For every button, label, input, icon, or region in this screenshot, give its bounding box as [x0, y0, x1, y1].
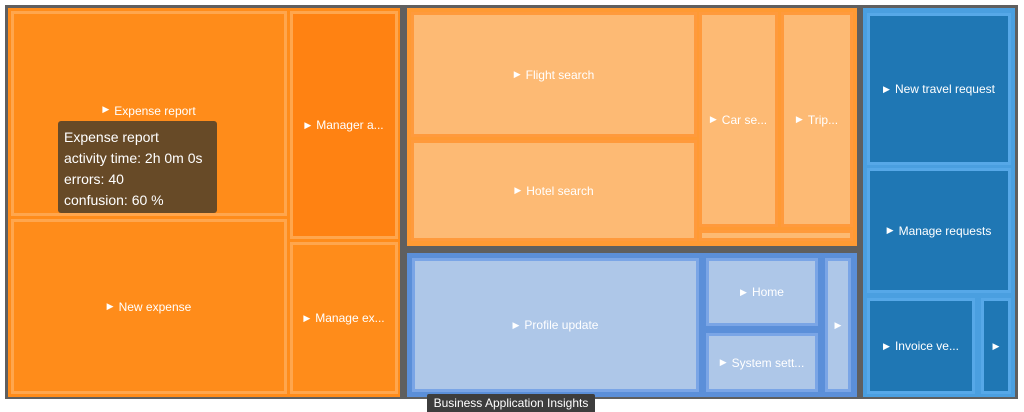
tooltip-activity-time: activity time: 2h 0m 0s [64, 150, 203, 166]
treemap-tile[interactable]: ▶ Invoice ve... [867, 298, 975, 394]
treemap-tile-label: Hotel search [526, 183, 594, 198]
treemap-tile-label: Manage ex... [315, 311, 385, 325]
expand-arrow-icon: ▶ [102, 104, 110, 114]
expand-arrow-icon: ▶ [513, 69, 521, 79]
treemap-chart: ▶ Expense report ▶ New expense ▶ Manager a...… [5, 5, 1018, 399]
treemap-tile[interactable]: ▶ Flight search [411, 12, 697, 137]
treemap-tile-label: Manage requests [898, 223, 992, 238]
expand-arrow-icon: ▶ [883, 340, 890, 351]
treemap-tile-label: Invoice ve... [894, 339, 959, 353]
treemap-tile[interactable]: ▶ Profile update [412, 258, 699, 392]
expand-arrow-icon: ▶ [719, 357, 727, 367]
treemap-tile[interactable]: ▶ [825, 258, 851, 392]
expand-arrow-icon: ▶ [834, 319, 842, 330]
expand-arrow-icon: ▶ [883, 83, 890, 94]
treemap-tile[interactable]: ▶ Home [706, 258, 818, 326]
expand-arrow-icon: ▶ [740, 286, 747, 297]
app-footer-label: Business Application Insights [427, 394, 595, 412]
treemap-tile-label: Car se... [721, 112, 768, 127]
treemap-tile[interactable]: ▶ Trip... [781, 12, 853, 227]
treemap-tile[interactable]: ▶ System sett... [706, 333, 818, 392]
treemap-tile-label: Manager a... [316, 118, 384, 132]
treemap-tile-label: System sett... [731, 355, 805, 370]
treemap-tile[interactable]: ▶ Manage ex... [290, 242, 398, 394]
expand-arrow-icon: ▶ [514, 185, 522, 195]
treemap-tile[interactable]: ▶ [981, 298, 1011, 394]
treemap-group-2: ▶ Flight search ▶ Hotel search ▶ Car se... ▶ Tr… [407, 8, 857, 246]
treemap-tile-label: Expense report [114, 104, 196, 118]
treemap-tile-label: Profile update [524, 318, 599, 332]
tooltip-title: Expense report [64, 129, 159, 145]
treemap-tile[interactable]: ▶ Car se... [699, 12, 778, 227]
expand-arrow-icon: ▶ [886, 225, 894, 235]
expand-arrow-icon: ▶ [709, 114, 717, 124]
treemap-tile[interactable]: ▶ Hotel search [411, 140, 697, 241]
expand-arrow-icon: ▶ [303, 312, 311, 323]
treemap-tile[interactable]: ▶ Manage requests [867, 168, 1011, 293]
treemap-tile[interactable]: ▶ Manager a... [290, 11, 398, 239]
treemap-tile[interactable]: ▶ New expense [11, 219, 287, 394]
treemap-tile[interactable] [699, 230, 853, 241]
expand-arrow-icon: ▶ [992, 340, 1000, 351]
treemap-group-4: ▶ New travel request ▶ Manage requests ▶ Invo… [863, 8, 1015, 397]
tooltip-confusion: confusion: 60 % [64, 192, 164, 208]
expand-arrow-icon: ▶ [304, 119, 312, 130]
expand-arrow-icon: ▶ [106, 301, 114, 311]
tooltip-errors: errors: 40 [64, 171, 124, 187]
treemap-tile-label: New expense [118, 299, 192, 314]
tile-tooltip: Expense report activity time: 2h 0m 0s e… [58, 121, 217, 213]
expand-arrow-icon: ▶ [795, 114, 803, 124]
treemap-tile-label: Home [751, 285, 784, 299]
treemap-tile[interactable]: ▶ New travel request [867, 13, 1011, 165]
treemap-tile-label: Flight search [525, 67, 595, 82]
treemap-tile-label: Trip... [807, 112, 839, 127]
expand-arrow-icon: ▶ [512, 319, 520, 330]
treemap-tile-label: New travel request [894, 82, 995, 96]
treemap-group-3: ▶ Profile update ▶ Home ▶ System sett... ▶ [407, 253, 857, 397]
